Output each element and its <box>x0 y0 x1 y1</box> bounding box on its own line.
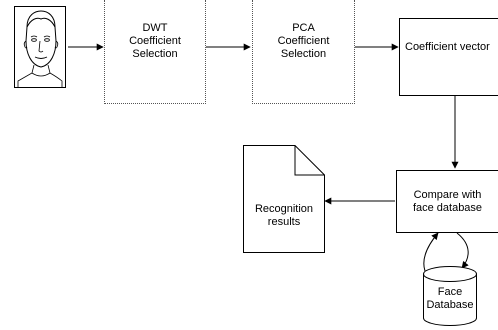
database-shape <box>423 266 477 326</box>
arrow-compare-to-db <box>456 232 469 269</box>
document-shape <box>243 145 325 253</box>
pca-node-label: PCA Coefficient Selection <box>277 22 330 60</box>
compare-node-label: Compare with face database <box>412 188 483 214</box>
coefficient-vector-label: Coefficient vector <box>405 41 490 53</box>
recognition-results-document: Recognition results <box>243 145 325 253</box>
pca-coefficient-selection-node: PCA Coefficient Selection <box>252 0 355 104</box>
compare-with-database-node: Compare with face database <box>396 170 498 233</box>
face-database-label: Face Database <box>426 286 474 311</box>
recognition-results-label: Recognition results <box>254 203 314 228</box>
coefficient-vector-node: Coefficient vector <box>399 18 498 96</box>
face-sketch-icon <box>17 10 63 87</box>
dwt-node-label: DWT Coefficient Selection <box>129 22 181 60</box>
face-image <box>14 6 66 88</box>
face-database-cylinder: Face Database <box>423 266 477 326</box>
dwt-coefficient-selection-node: DWT Coefficient Selection <box>104 0 206 104</box>
